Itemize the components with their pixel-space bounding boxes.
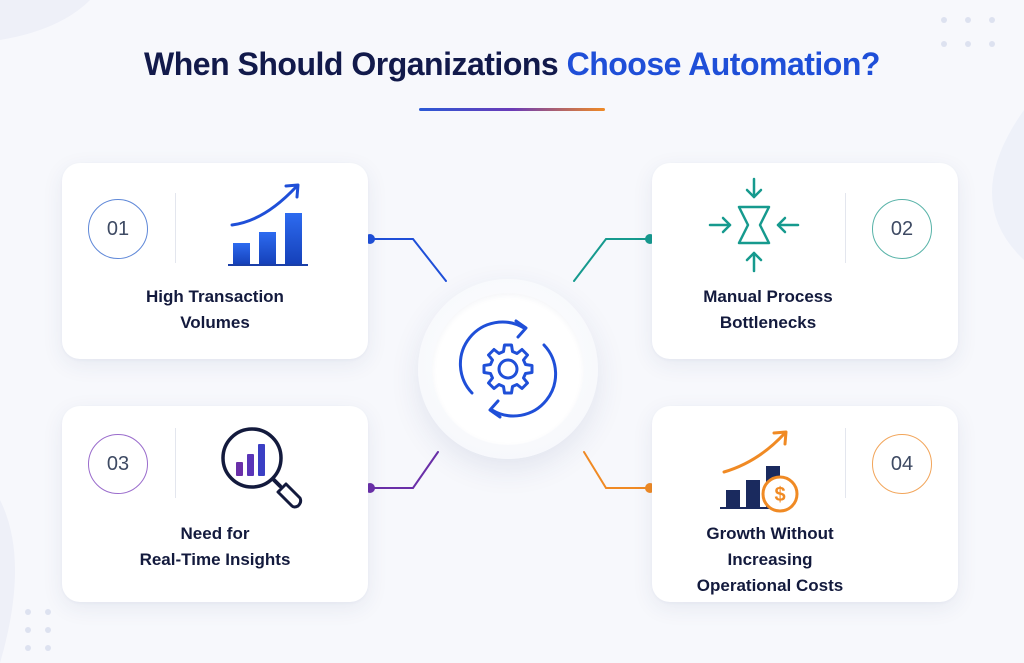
number-badge-02: 02	[872, 199, 932, 259]
card-04: $ 04 Growth Without Increasing Operation…	[652, 406, 958, 602]
card-02-label-line2: Bottlenecks	[719, 313, 817, 332]
card-04-divider	[845, 428, 846, 498]
card-01-divider	[175, 193, 176, 263]
page-title: When Should Organizations Choose Automat…	[0, 46, 1024, 83]
card-02: 02 Manual Process Bottlenecks	[652, 163, 958, 359]
central-hub-inner	[432, 293, 584, 445]
growth-cost-icon: $	[720, 430, 799, 513]
number-badge-01: 01	[88, 199, 148, 259]
svg-text:$: $	[774, 484, 785, 506]
card-03-label-line2: Real-Time Insights	[139, 550, 291, 569]
magnifier-chart-icon	[221, 427, 303, 509]
compress-hourglass-icon	[708, 177, 800, 273]
connector-02	[573, 238, 651, 282]
number-badge-03: 03	[88, 434, 148, 494]
card-04-label-line2: Increasing	[727, 550, 813, 569]
number-badge-04: 04	[872, 434, 932, 494]
connector-04	[583, 451, 651, 489]
card-01-label: High Transaction Volumes	[62, 284, 368, 336]
card-01-label-line1: High Transaction	[146, 287, 284, 306]
connector-01	[369, 238, 447, 282]
card-04-label-line3: Operational Costs	[696, 576, 844, 595]
connector-03	[369, 451, 439, 489]
card-03: 03 Need for Real-Time Insights	[62, 406, 368, 602]
card-02-divider	[845, 193, 846, 263]
card-01: 01 High Transaction Volumes	[62, 163, 368, 359]
card-02-label: Manual Process Bottlenecks	[652, 284, 884, 336]
card-01-label-line2: Volumes	[180, 313, 250, 332]
card-02-label-line1: Manual Process	[703, 287, 833, 306]
rising-bar-chart-icon	[228, 183, 308, 266]
dot-grid-bottom-left	[25, 609, 51, 651]
card-03-divider	[175, 428, 176, 498]
card-04-label: Growth Without Increasing Operational Co…	[652, 521, 888, 599]
card-04-label-line1: Growth Without	[706, 524, 834, 543]
title-part-highlight: Choose Automation?	[566, 46, 881, 82]
card-03-label-line1: Need for	[180, 524, 250, 543]
gear-cycle-icon	[458, 319, 558, 419]
title-part-plain: When Should Organizations	[144, 46, 567, 82]
dot-grid-top-right	[941, 17, 995, 47]
title-underline	[419, 108, 605, 111]
card-03-label: Need for Real-Time Insights	[62, 521, 368, 573]
